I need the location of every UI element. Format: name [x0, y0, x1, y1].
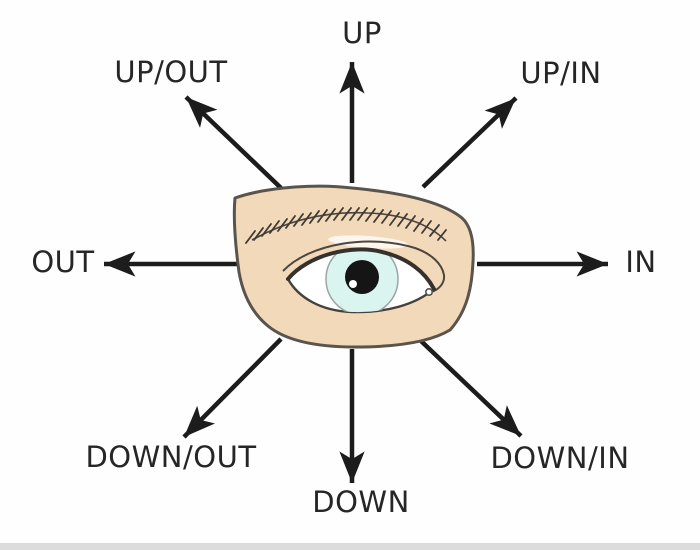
pupil-highlight [349, 280, 357, 288]
eyebrow-baseline [251, 211, 447, 242]
direction-label-out: OUT [31, 245, 95, 279]
arrow-up-in-icon [421, 96, 518, 189]
direction-label-up-in: UP/IN [520, 56, 602, 90]
upper-lash-line [286, 247, 436, 291]
direction-label-in: IN [625, 245, 657, 279]
arrow-down-out-icon [182, 337, 283, 439]
direction-label-down-in: DOWN/IN [490, 441, 630, 475]
arrow-group [104, 62, 608, 483]
arrow-up-out-icon [184, 95, 283, 190]
arrow-down-in-icon [419, 339, 523, 438]
direction-label-up: UP [342, 16, 382, 50]
direction-label-down-out: DOWN/OUT [85, 440, 257, 474]
eye-illustration [232, 184, 475, 349]
eyelid-crease-line [282, 240, 446, 293]
direction-label-up-out: UP/OUT [114, 55, 228, 89]
pupil [345, 260, 379, 294]
tear-duct-dot [424, 287, 433, 296]
direction-label-down: DOWN [312, 485, 410, 519]
bottom-edge-strip [0, 543, 700, 550]
eyebrow-hatching [245, 207, 447, 244]
